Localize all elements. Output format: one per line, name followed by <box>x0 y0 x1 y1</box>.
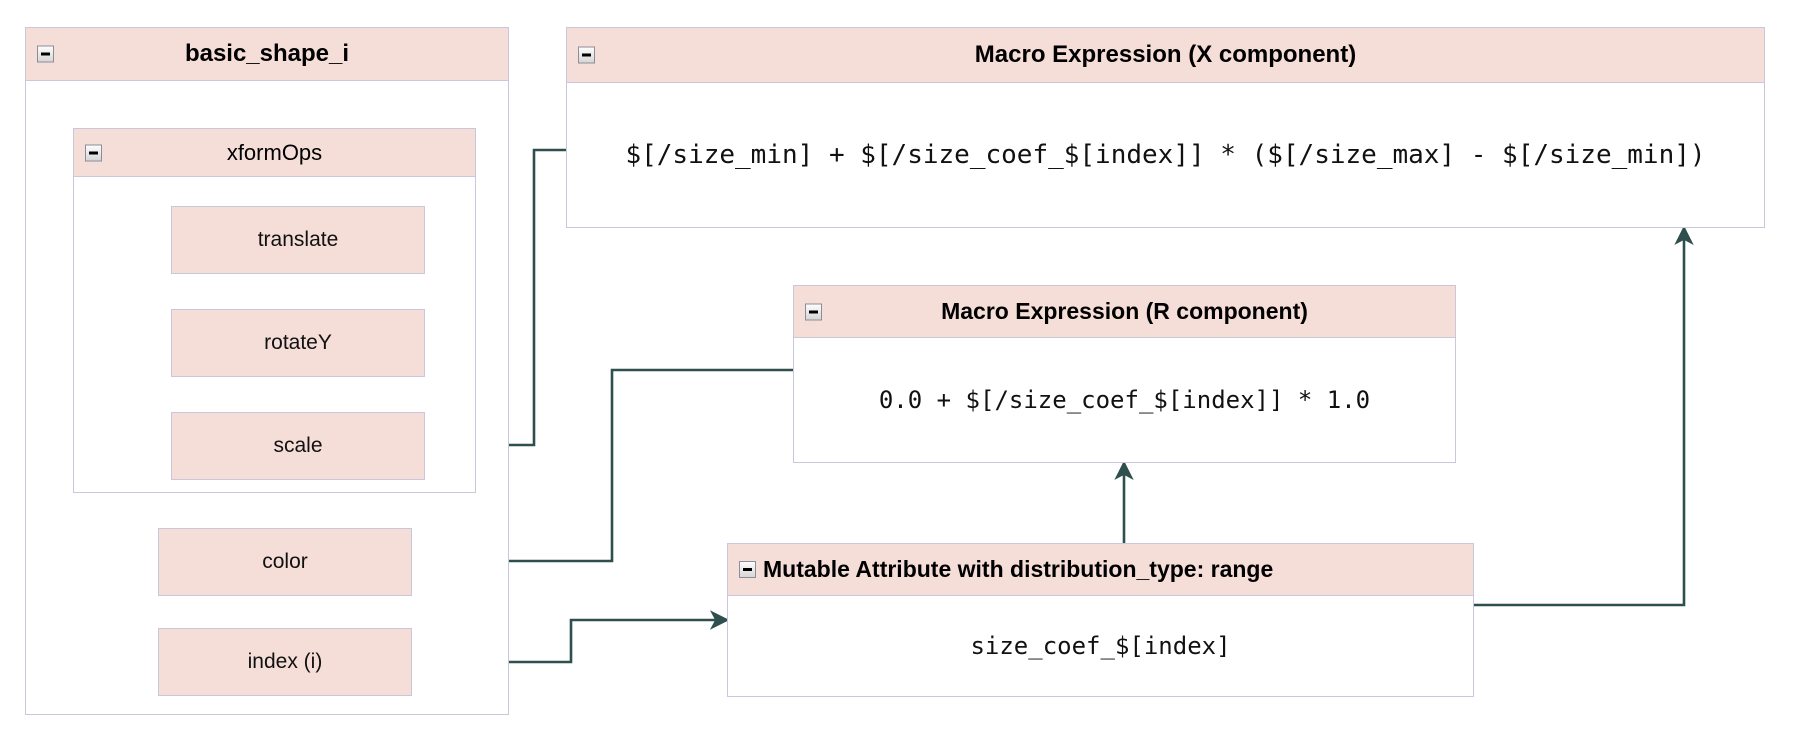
node-rotatey-label: rotateY <box>264 331 332 354</box>
node-xformops-header[interactable]: xformOps <box>74 129 475 177</box>
minus-bar <box>809 310 818 313</box>
collapse-minus-icon[interactable] <box>805 303 822 320</box>
node-index-label: index (i) <box>247 650 323 673</box>
panel-mutable-attribute[interactable]: Mutable Attribute with distribution_type… <box>727 543 1474 697</box>
collapse-minus-icon[interactable] <box>739 561 756 578</box>
collapse-minus-icon[interactable] <box>85 144 102 161</box>
minus-bar <box>41 52 50 56</box>
node-translate-label: translate <box>257 228 339 251</box>
panel-mutable-attribute-header[interactable]: Mutable Attribute with distribution_type… <box>728 544 1473 596</box>
panel-mutable-attribute-title: Mutable Attribute with distribution_type… <box>763 556 1274 582</box>
macro-expression-r-text: 0.0 + $[/size_coef_$[index]] * 1.0 <box>878 386 1371 414</box>
node-basic-shape-i-header[interactable]: basic_shape_i <box>26 28 508 81</box>
panel-macro-expression-x-title: Macro Expression (X component) <box>974 41 1357 68</box>
collapse-minus-icon[interactable] <box>37 45 54 63</box>
panel-macro-expression-r[interactable]: Macro Expression (R component) 0.0 + $[/… <box>793 285 1456 463</box>
mutable-attribute-text: size_coef_$[index] <box>970 632 1231 660</box>
panel-macro-expression-x[interactable]: Macro Expression (X component) $[/size_m… <box>566 27 1765 228</box>
node-translate[interactable]: translate <box>171 206 425 274</box>
macro-expression-x-text: $[/size_min] + $[/size_coef_$[index]] * … <box>625 140 1706 170</box>
minus-bar <box>582 53 591 57</box>
node-scale-label: scale <box>273 434 323 457</box>
panel-macro-expression-r-body: 0.0 + $[/size_coef_$[index]] * 1.0 <box>794 338 1455 462</box>
minus-bar <box>743 568 752 571</box>
node-basic-shape-i-title: basic_shape_i <box>184 40 350 67</box>
panel-macro-expression-x-header[interactable]: Macro Expression (X component) <box>567 28 1764 83</box>
panel-macro-expression-r-title: Macro Expression (R component) <box>941 298 1308 324</box>
node-color-label: color <box>262 550 308 573</box>
minus-bar <box>89 151 98 154</box>
node-scale[interactable]: scale <box>171 412 425 480</box>
node-index[interactable]: index (i) <box>158 628 412 696</box>
panel-macro-expression-x-body: $[/size_min] + $[/size_coef_$[index]] * … <box>567 83 1764 227</box>
node-xformops-title: xformOps <box>226 139 323 165</box>
edge-mutable-to-macrox <box>1474 225 1694 607</box>
panel-mutable-attribute-body: size_coef_$[index] <box>728 596 1473 696</box>
collapse-minus-icon[interactable] <box>578 46 595 64</box>
panel-macro-expression-r-header[interactable]: Macro Expression (R component) <box>794 286 1455 338</box>
node-color[interactable]: color <box>158 528 412 596</box>
node-rotatey[interactable]: rotateY <box>171 309 425 377</box>
